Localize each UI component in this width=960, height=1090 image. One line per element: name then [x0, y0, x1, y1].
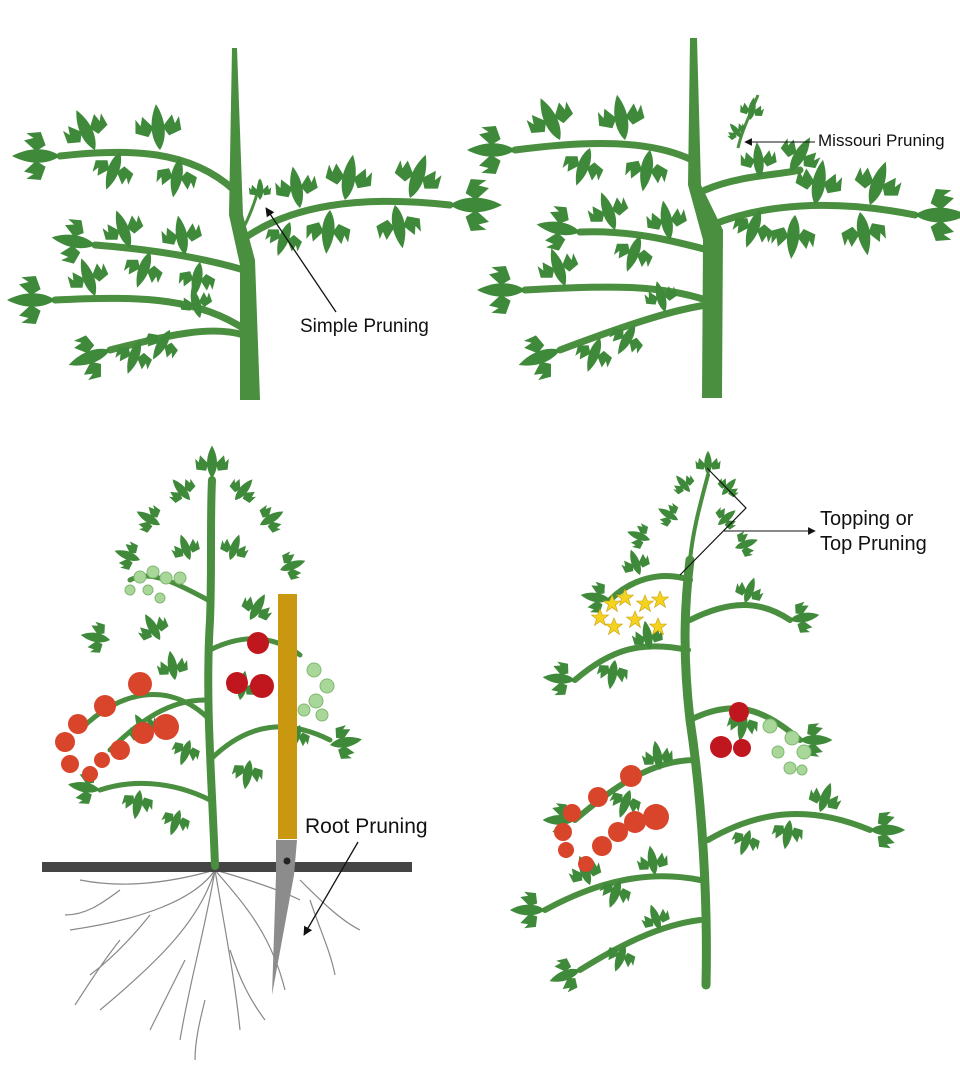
- stake: [278, 594, 297, 839]
- root-pruning-plant: [42, 445, 412, 1061]
- soil-line: [42, 862, 412, 872]
- topping-label-line1: Topping or: [820, 508, 914, 530]
- missouri-pruning-plant: [467, 38, 960, 398]
- topping-plant: [509, 450, 906, 997]
- roots: [64, 869, 361, 1061]
- simple-pruning-label: Simple Pruning: [300, 316, 429, 337]
- spade: [272, 840, 297, 995]
- root-pruning-arrow: [303, 841, 359, 936]
- missouri-pruning-label: Missouri Pruning: [818, 131, 945, 150]
- topping-bracket: [679, 467, 747, 576]
- root-pruning-label: Root Pruning: [305, 815, 428, 838]
- simple-pruning-arrow: [265, 207, 337, 313]
- topping-label-line2: Top Pruning: [820, 533, 927, 555]
- topping-label: Topping or Top Pruning: [820, 507, 927, 557]
- simple-pruning-plant: [6, 48, 502, 400]
